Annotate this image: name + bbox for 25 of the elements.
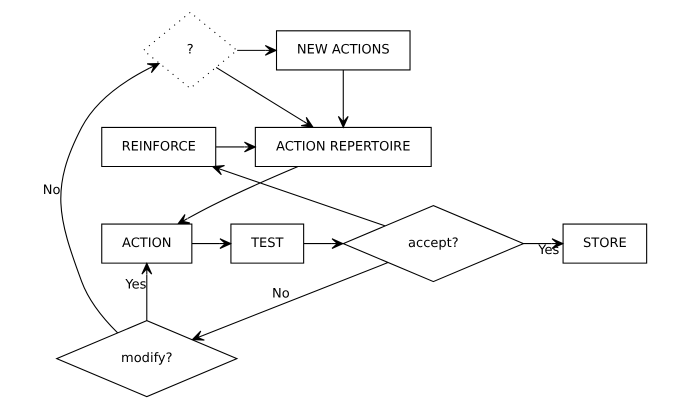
- node-box: STORE: [562, 224, 648, 264]
- node-diamond: ?: [142, 12, 238, 90]
- arrow: [216, 142, 256, 152]
- arrow: [192, 238, 232, 249]
- arrow: [523, 238, 564, 249]
- node-box: TEST: [230, 224, 304, 264]
- node-box: ACTION REPERTOIRE: [254, 126, 432, 168]
- arrow: [60, 62, 160, 334]
- arrow: [338, 70, 349, 128]
- arrow: [177, 166, 298, 225]
- arrow: [192, 262, 388, 341]
- node-box: ACTION: [101, 224, 192, 264]
- arrow: [212, 164, 386, 226]
- arrow: [304, 238, 344, 249]
- node-box: REINFORCE: [101, 126, 216, 168]
- arrow: [216, 67, 314, 128]
- edge-label: Yes: [538, 243, 560, 258]
- edge-label: No: [42, 183, 60, 198]
- edge-label: No: [272, 286, 290, 302]
- arrow: [141, 262, 152, 321]
- arrow: [237, 44, 277, 56]
- edge-label: Yes: [125, 277, 146, 292]
- node-diamond: accept?: [342, 205, 525, 282]
- node-box: NEW ACTIONS: [276, 30, 411, 70]
- node-diamond: modify?: [55, 320, 238, 398]
